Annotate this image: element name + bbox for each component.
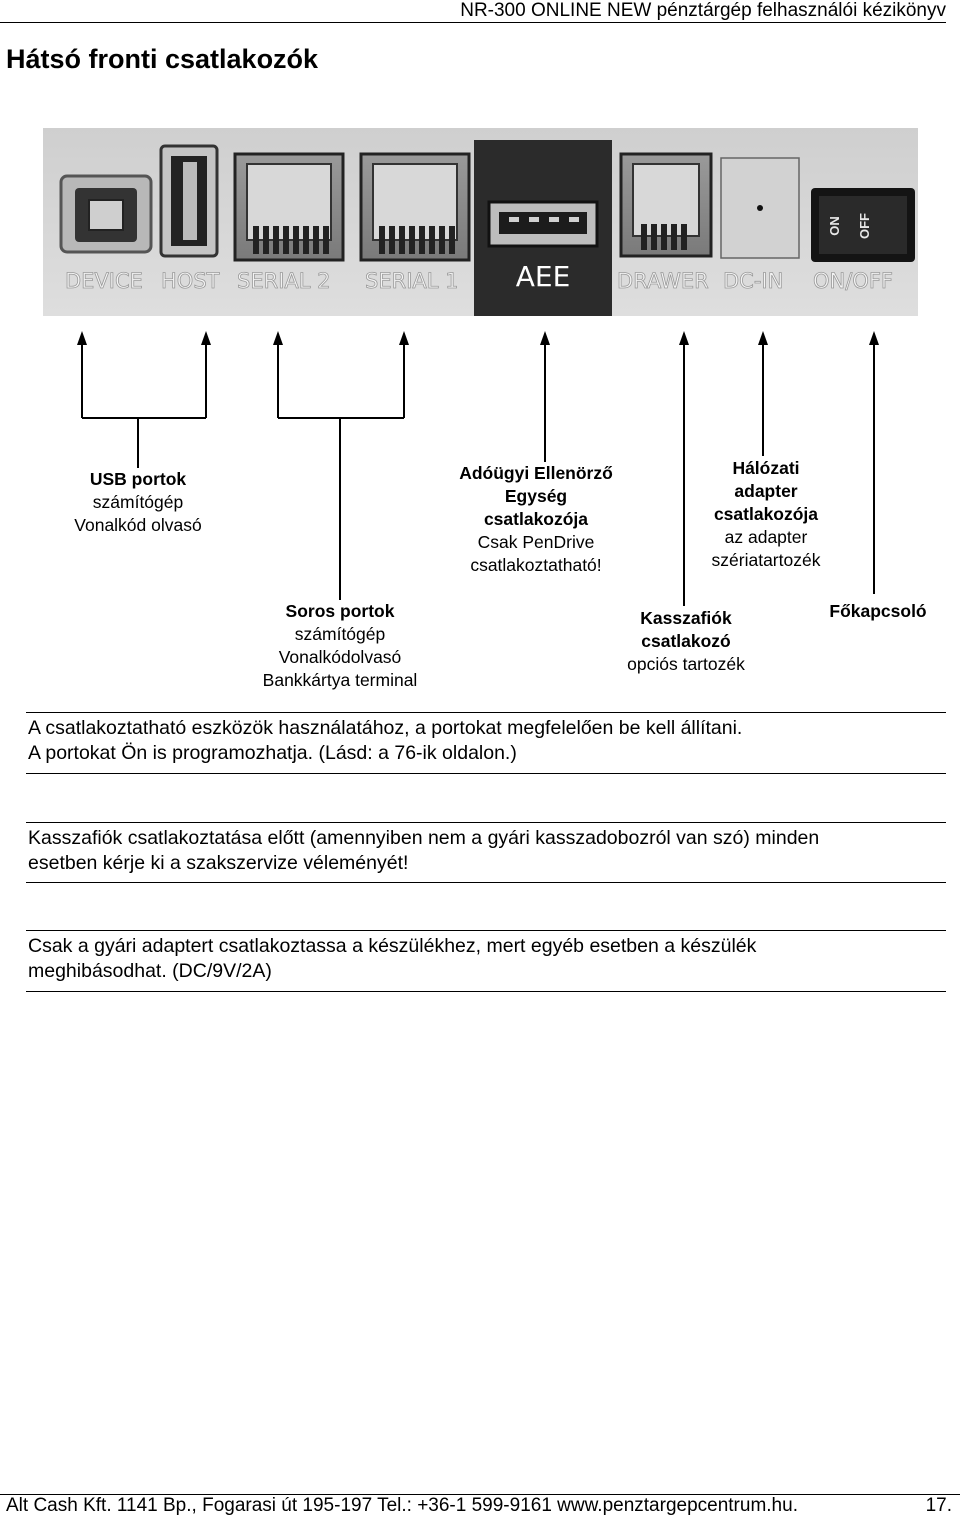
drawer-port-icon (619, 152, 713, 258)
drawer-title-line: Kasszafiók (640, 608, 732, 628)
back-panel-photo: ON OFF DEVICE HOST SERIAL 2 SERIAL 1 DRA… (43, 128, 918, 316)
usb-ports-label: USB portok számítógép Vonalkód olvasó (38, 468, 238, 537)
serial-ports-line: Vonalkódolvasó (278, 647, 402, 667)
serial-ports-label: Soros portok számítógép Vonalkódolvasó B… (230, 600, 450, 692)
usb-ports-line: Vonalkód olvasó (74, 515, 202, 535)
serial-ports-title: Soros portok (285, 601, 395, 621)
page-footer: Alt Cash Kft. 1141 Bp., Fogarasi út 195-… (0, 1494, 960, 1517)
usb-b-port-icon (59, 174, 153, 254)
aee-usb-port-icon (474, 140, 612, 316)
serial-ports-line: Bankkártya terminal (262, 670, 418, 690)
aee-title-line: Adóügyi Ellenörző (459, 463, 613, 483)
drawer-line: opciós tartozék (627, 654, 745, 674)
power-adapter-label: Hálózati adapter csatlakozója az adapter… (666, 457, 866, 572)
port-label-device: DEVICE (65, 269, 143, 293)
usb-a-host-port-icon (159, 144, 219, 258)
port-label-serial-1: SERIAL 1 (365, 269, 459, 293)
power-adapter-title-line: csatlakozója (713, 504, 819, 524)
switch-on-label: ON (827, 216, 842, 236)
dc-in-port-icon (720, 157, 800, 259)
port-label-serial-2: SERIAL 2 (237, 269, 331, 293)
power-adapter-line: szériatartozék (711, 550, 821, 570)
usb-ports-title: USB portok (89, 469, 187, 489)
aee-line: Csak PenDrive (477, 532, 595, 552)
drawer-title-line: csatlakozó (641, 631, 731, 651)
power-switch-icon: ON OFF (811, 188, 915, 262)
power-adapter-title-line: Hálózati (732, 458, 800, 478)
port-label-dc-in: DC-IN (723, 269, 783, 293)
callout-arrows (77, 331, 879, 606)
serial-2-port-icon (233, 152, 345, 262)
aee-title-line: Egység (504, 486, 568, 506)
note-line: meghibásodhat. (DC/9V/2A) (28, 959, 272, 982)
port-label-aee: AEE (516, 260, 571, 293)
aee-line: csatlakoztatható! (470, 555, 602, 575)
note-line: A csatlakoztatható eszközök használatáho… (28, 717, 743, 739)
port-label-drawer: DRAWER (617, 269, 709, 293)
main-switch-title: Főkapcsoló (829, 601, 927, 621)
power-adapter-line: az adapter (724, 527, 808, 547)
note-line: Csak a gyári adaptert csatlakoztassa a k… (28, 935, 757, 957)
usb-ports-line: számítógép (92, 492, 184, 512)
port-label-host: HOST (161, 269, 220, 293)
power-adapter-title-line: adapter (734, 481, 798, 501)
note-line: esetben kérje ki a szakszervize vélemény… (28, 851, 409, 874)
note-cash-drawer: Kasszafiók csatlakoztatása előtt (amenny… (26, 822, 946, 883)
serial-1-port-icon (359, 152, 471, 262)
page-number: 17. (925, 1495, 952, 1516)
serial-ports-line: számítógép (294, 624, 386, 644)
switch-off-label: OFF (857, 213, 872, 239)
page-title: Hátsó fronti csatlakozók (6, 44, 319, 74)
aee-label: Adóügyi Ellenörző Egység csatlakozója Cs… (430, 462, 642, 577)
note-line: A portokat Ön is programozhatja. (Lásd: … (28, 741, 517, 764)
drawer-label: Kasszafiók csatlakozó opciós tartozék (596, 607, 776, 676)
main-switch-label: Főkapcsoló (810, 600, 946, 623)
aee-title-line: csatlakozója (483, 509, 589, 529)
note-adapter: Csak a gyári adaptert csatlakoztassa a k… (26, 930, 946, 992)
port-label-on-off: ON/OFF (813, 269, 893, 293)
note-line: Kasszafiók csatlakoztatása előtt (amenny… (28, 827, 820, 849)
running-header: NR-300 ONLINE NEW pénztárgép felhasználó… (0, 0, 946, 23)
footer-contact: Alt Cash Kft. 1141 Bp., Fogarasi út 195-… (6, 1495, 798, 1516)
note-port-settings: A csatlakoztatható eszközök használatáho… (26, 712, 946, 774)
